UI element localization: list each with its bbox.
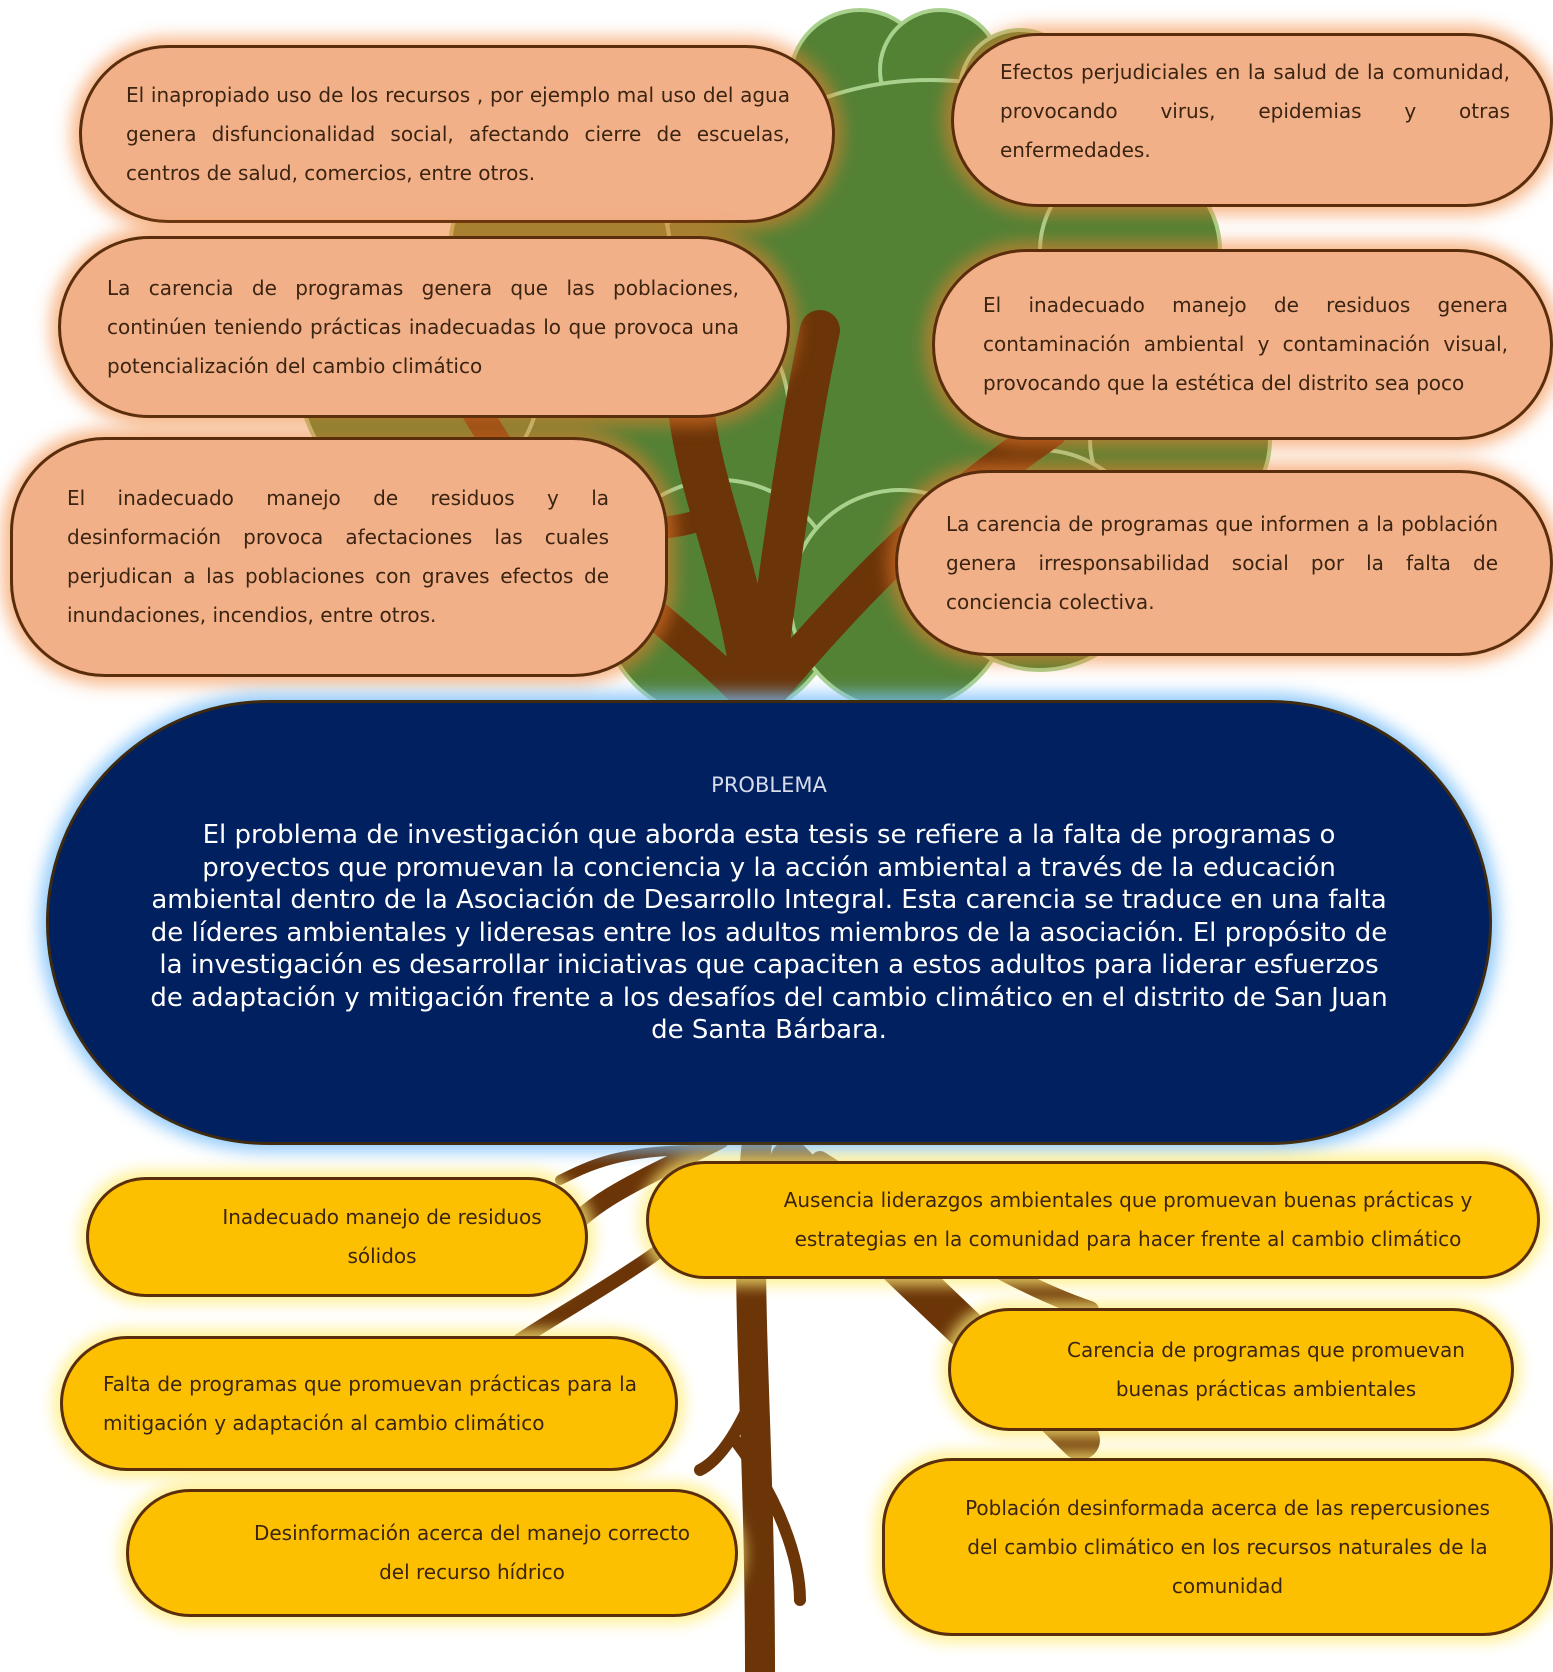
cause-text-6: Población desinformada acerca de las rep… [965, 1495, 1490, 1598]
effect-card-4: El inadecuado manejo de residuos genera … [932, 249, 1553, 440]
problem-panel: PROBLEMA El problema de investigación qu… [46, 700, 1492, 1145]
effect-card-2: Efectos perjudiciales en la salud de la … [951, 33, 1553, 207]
cause-card-5: Desinformación acerca del manejo correct… [126, 1489, 738, 1617]
cause-card-1: Inadecuado manejo de residuos sólidos [86, 1177, 588, 1297]
cause-card-2: Ausencia liderazgos ambientales que prom… [646, 1161, 1540, 1279]
effect-text-4: El inadecuado manejo de residuos genera … [983, 293, 1508, 395]
cause-text-5: Desinformación acerca del manejo correct… [253, 1521, 691, 1584]
cause-card-3: Carencia de programas que promuevan buen… [948, 1308, 1514, 1431]
effect-card-6: La carencia de programas que informen a … [895, 470, 1553, 656]
effect-text-5: El inadecuado manejo de residuos y la de… [67, 486, 609, 627]
problem-heading: PROBLEMA [711, 773, 827, 797]
cause-text-1: Inadecuado manejo de residuos sólidos [222, 1205, 542, 1268]
cause-card-6: Población desinformada acerca de las rep… [882, 1458, 1553, 1636]
problem-statement: El problema de investigación que aborda … [150, 820, 1388, 1045]
effect-card-1: El inapropiado uso de los recursos , por… [79, 45, 835, 223]
cause-text-3: Carencia de programas que promuevan buen… [1067, 1337, 1465, 1401]
effect-text-1: El inapropiado uso de los recursos , por… [126, 82, 790, 185]
effect-text-2: Efectos perjudiciales en la salud de la … [1000, 59, 1510, 162]
effect-card-3: La carencia de programas genera que las … [58, 236, 790, 418]
effect-text-3: La carencia de programas genera que las … [107, 275, 739, 378]
cause-text-2: Ausencia liderazgos ambientales que prom… [783, 1188, 1473, 1251]
cause-text-4: Falta de programas que promuevan práctic… [103, 1371, 637, 1435]
effect-card-5: El inadecuado manejo de residuos y la de… [10, 437, 668, 677]
cause-card-4: Falta de programas que promuevan práctic… [60, 1336, 678, 1471]
effect-text-6: La carencia de programas que informen a … [946, 511, 1498, 614]
